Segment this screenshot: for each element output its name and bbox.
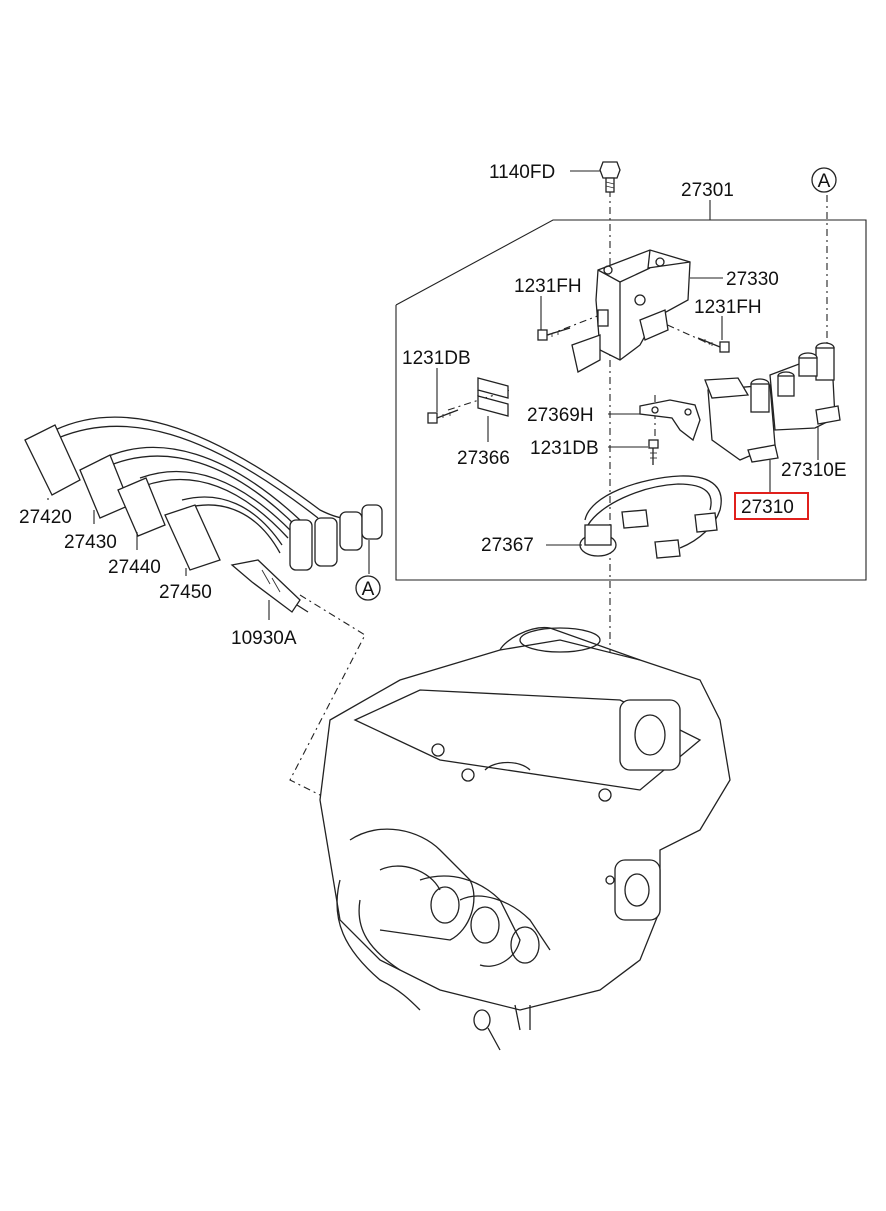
highlight-box-27310 xyxy=(734,492,809,520)
label-27369H[interactable]: 27369H xyxy=(527,405,594,426)
bracket-27369H[interactable] xyxy=(639,399,701,442)
label-27310E[interactable]: 27310E xyxy=(781,460,847,481)
label-27310[interactable]: 27310 xyxy=(741,497,794,518)
label-27330[interactable]: 27330 xyxy=(726,269,779,290)
bolt-1231FH-right[interactable] xyxy=(697,337,730,353)
spark-plug-cables[interactable] xyxy=(24,416,383,571)
label-27301[interactable]: 27301 xyxy=(681,180,734,201)
spark-plug-10930A[interactable] xyxy=(230,559,309,613)
label-27420[interactable]: 27420 xyxy=(19,507,72,528)
bolt-1231FH-left[interactable] xyxy=(537,327,571,341)
bolt-1231DB-mid[interactable] xyxy=(648,439,659,465)
label-27450[interactable]: 27450 xyxy=(159,582,212,603)
label-10930A[interactable]: 10930A xyxy=(231,628,297,649)
callout-leaders xyxy=(47,170,819,620)
reference-marker-a-top: A xyxy=(811,167,837,193)
label-27430[interactable]: 27430 xyxy=(64,532,117,553)
ignition-coil-27310[interactable] xyxy=(704,342,841,463)
assembly-box-27301 xyxy=(395,200,867,581)
label-27440[interactable]: 27440 xyxy=(108,557,161,578)
label-1231FH-right[interactable]: 1231FH xyxy=(694,297,762,318)
marker-a-bottom-label: A xyxy=(362,579,375,600)
label-1140FD[interactable]: 1140FD xyxy=(489,162,555,183)
harness-27367[interactable] xyxy=(579,475,722,559)
label-1231FH-left[interactable]: 1231FH xyxy=(514,276,582,297)
label-1231DB-top[interactable]: 1231DB xyxy=(402,348,471,369)
bolt-1140FD[interactable] xyxy=(599,161,621,193)
label-27367[interactable]: 27367 xyxy=(481,535,534,556)
clip-27366[interactable] xyxy=(477,377,509,417)
engine-block xyxy=(319,627,731,1051)
marker-a-top-label: A xyxy=(818,171,831,192)
label-27366[interactable]: 27366 xyxy=(457,448,510,469)
bolt-1231DB-top[interactable] xyxy=(427,409,459,424)
reference-marker-a-bottom: A xyxy=(355,575,381,601)
label-1231DB-mid[interactable]: 1231DB xyxy=(530,438,599,459)
bracket-27330[interactable] xyxy=(571,249,691,373)
